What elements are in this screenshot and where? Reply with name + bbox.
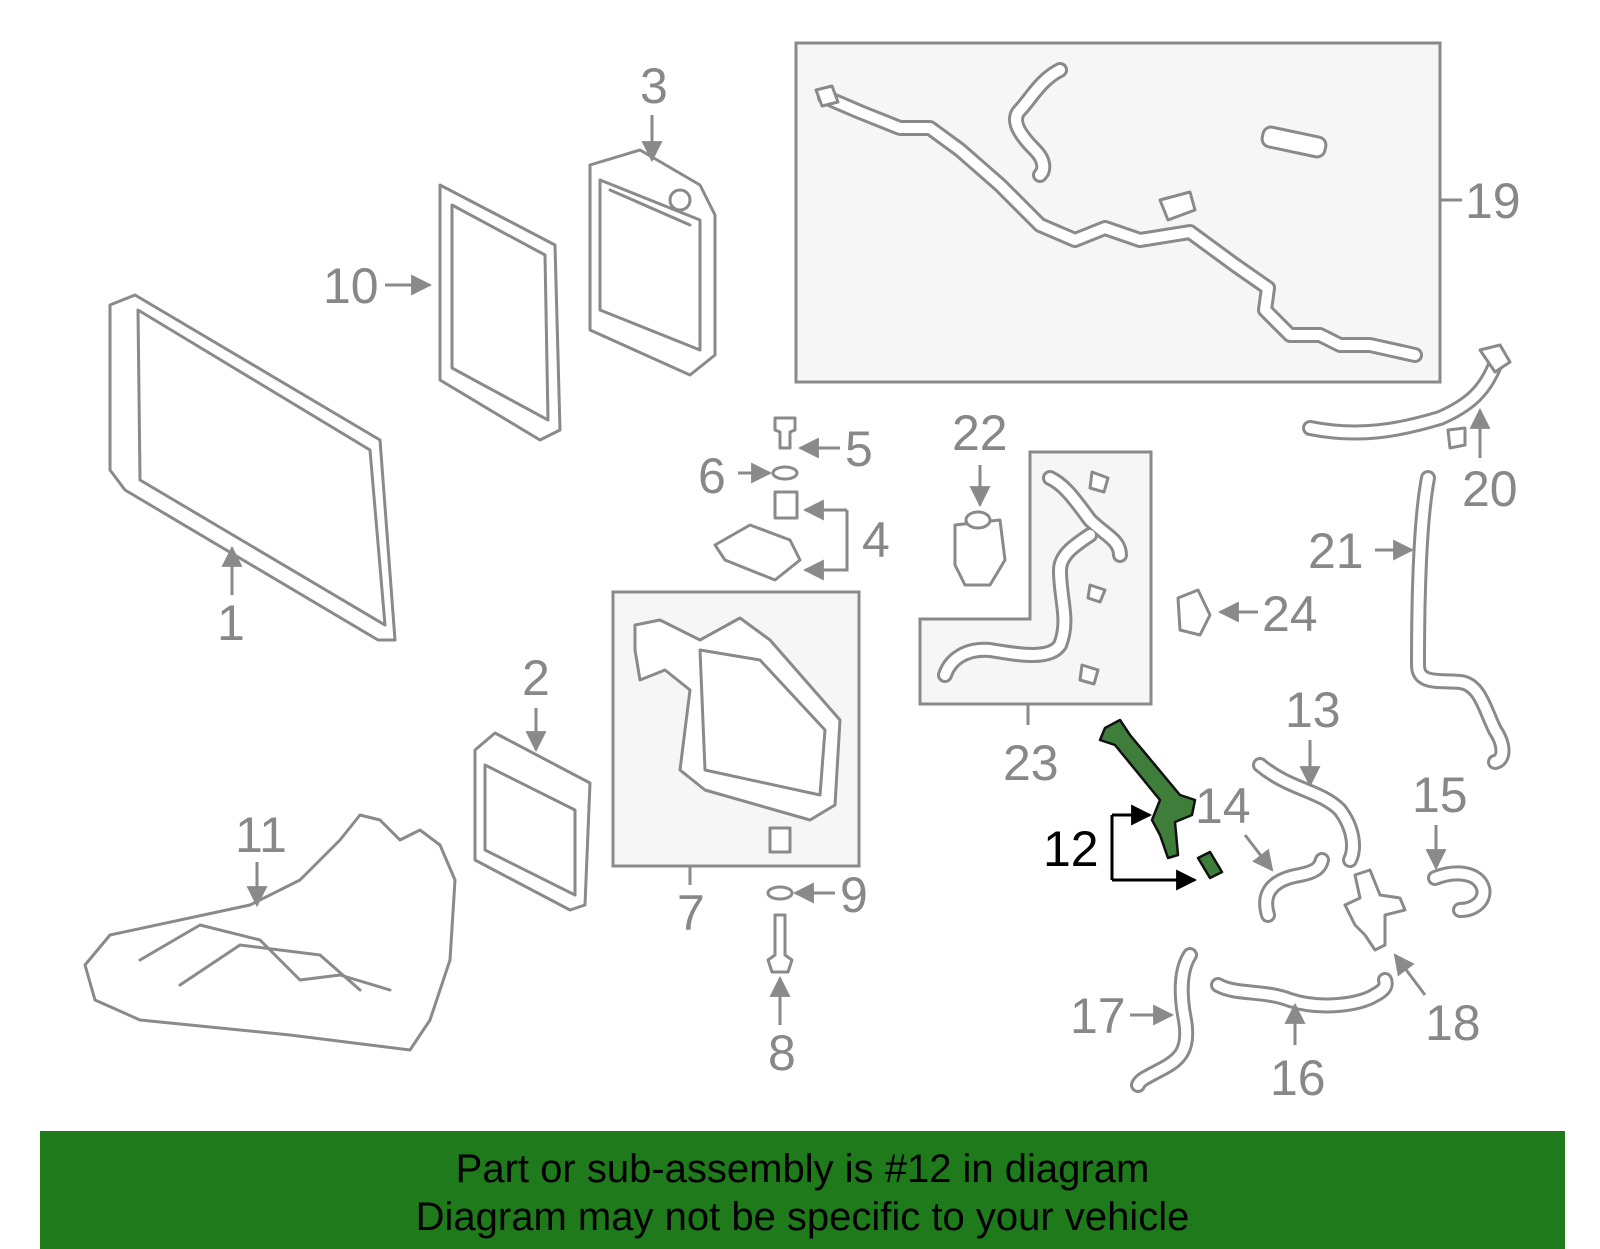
callout-4: 4 bbox=[862, 512, 890, 568]
callout-7: 7 bbox=[677, 885, 705, 941]
callout-1: 1 bbox=[217, 595, 245, 651]
part-18-fitting bbox=[1343, 868, 1407, 952]
callout-14: 14 bbox=[1195, 778, 1251, 834]
part-10-frame bbox=[438, 183, 562, 442]
footer-line-2: Diagram may not be specific to your vehi… bbox=[415, 1195, 1190, 1239]
part-23-group bbox=[918, 450, 1153, 706]
callout-20: 20 bbox=[1462, 461, 1518, 517]
part-17-hose bbox=[1130, 947, 1198, 1093]
callout-22: 22 bbox=[952, 405, 1008, 461]
part-21-pipe bbox=[1410, 470, 1511, 770]
callout-21: 21 bbox=[1308, 523, 1364, 579]
callout-12: 12 bbox=[1043, 821, 1099, 877]
callout-8: 8 bbox=[768, 1025, 796, 1081]
parts-diagram: 19 3 10 1 5 6 4 7 bbox=[83, 41, 1521, 1106]
callout-6: 6 bbox=[698, 448, 726, 504]
footer-banner: Part or sub-assembly is #12 in diagram D… bbox=[40, 1131, 1565, 1249]
callout-9: 9 bbox=[840, 867, 868, 923]
callout-13: 13 bbox=[1285, 682, 1341, 738]
part-20-harness bbox=[1302, 343, 1512, 450]
footer-line-1: Part or sub-assembly is #12 in diagram bbox=[455, 1147, 1150, 1191]
part-19-group bbox=[794, 41, 1462, 384]
callout-16: 16 bbox=[1270, 1050, 1326, 1106]
part-24-valve bbox=[1176, 588, 1212, 637]
callout-24: 24 bbox=[1262, 586, 1318, 642]
part-11-duct bbox=[83, 813, 457, 1052]
part-15-hose bbox=[1427, 865, 1492, 918]
callout-23: 23 bbox=[1003, 735, 1059, 791]
callout-2: 2 bbox=[522, 650, 550, 706]
part-13-hose bbox=[1252, 757, 1361, 868]
part-1-condenser bbox=[108, 293, 397, 642]
callout-17: 17 bbox=[1070, 988, 1126, 1044]
callout-3: 3 bbox=[640, 58, 668, 114]
callout-19: 19 bbox=[1465, 173, 1521, 229]
part-3-radiator bbox=[588, 148, 717, 377]
part-12-highlighted bbox=[1098, 718, 1224, 880]
part-2-radiator bbox=[473, 731, 592, 912]
callout-18: 18 bbox=[1425, 995, 1481, 1051]
part-7-group bbox=[611, 590, 861, 868]
callout-5: 5 bbox=[845, 421, 873, 477]
callout-11: 11 bbox=[235, 807, 287, 863]
part-16-hose bbox=[1210, 972, 1394, 1014]
part-22-pump bbox=[953, 510, 1007, 587]
parts-4-5-6 bbox=[713, 416, 802, 582]
part-14-hose bbox=[1258, 852, 1330, 923]
callout-10: 10 bbox=[323, 258, 379, 314]
callout-15: 15 bbox=[1412, 767, 1468, 823]
